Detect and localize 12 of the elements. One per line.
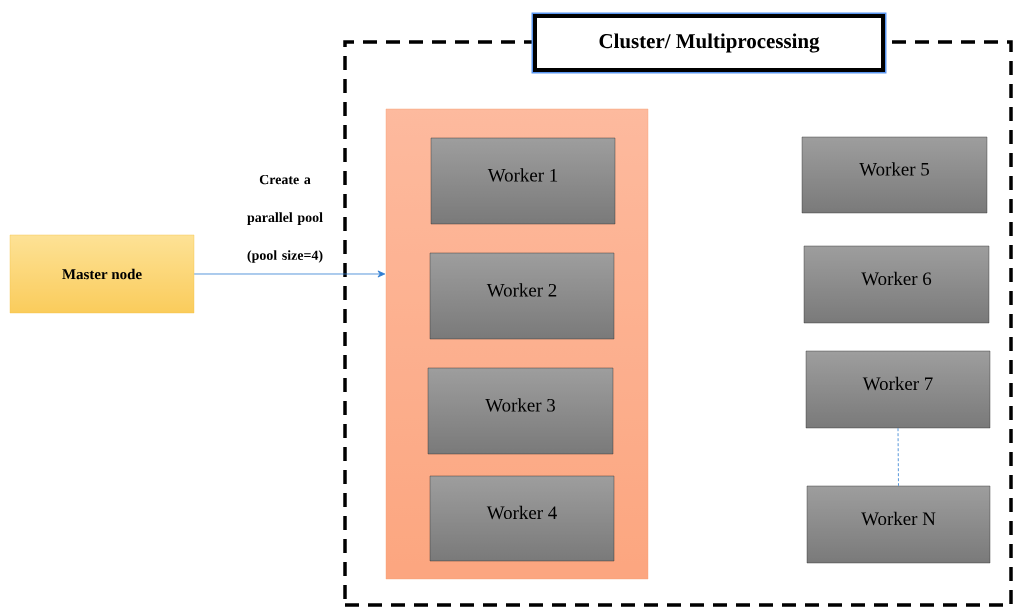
arrow [193,270,386,278]
worker-box: Worker 2 [429,252,615,340]
master-box: Master node [9,234,195,314]
worker-box: Worker N [806,485,991,564]
worker-box: Worker 3 [427,367,614,455]
worker-box: Worker 5 [801,136,988,214]
worker-box: Worker 1 [430,137,616,225]
edge-label: Create a parallel pool (pool size=4) [247,174,323,263]
worker-box: Worker 6 [803,245,990,324]
worker-box: Worker 4 [429,475,615,562]
worker-box: Worker 7 [805,350,991,429]
connector-line [897,427,899,487]
